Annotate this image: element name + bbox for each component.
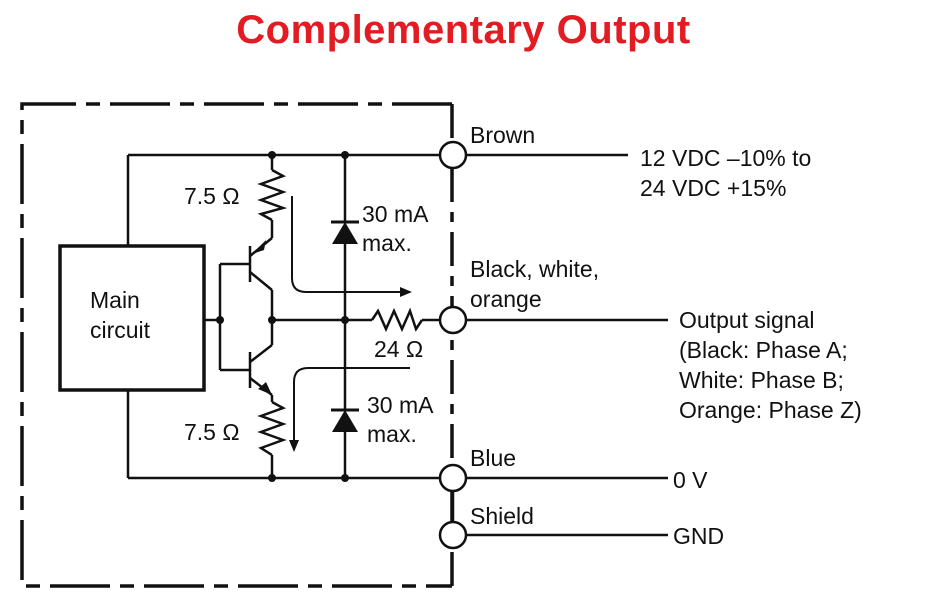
- main-circuit-box: [58, 244, 206, 392]
- diode-bottom-label: max.: [367, 421, 417, 447]
- output-signal-label: Output signal: [679, 307, 815, 333]
- terminal-brown: [438, 140, 468, 170]
- supply-voltage-label: 24 VDC +15%: [640, 175, 786, 201]
- diode-bottom-label: 30 mA: [367, 392, 434, 418]
- output-signal-label: White: Phase B;: [679, 367, 844, 393]
- current-arrow-sink: [289, 367, 410, 452]
- output-signal-label: Orange: Phase Z): [679, 397, 862, 423]
- terminal-output: [438, 305, 468, 335]
- resistor-bottom-label: 7.5 Ω: [184, 419, 240, 445]
- transistor-upper-arrow: [252, 240, 266, 254]
- output-signal-label: (Black: Phase A;: [679, 337, 848, 363]
- diode-top-label: max.: [362, 230, 412, 256]
- terminal-shield-label: Shield: [470, 503, 534, 529]
- diode-top-label: 30 mA: [362, 201, 429, 227]
- junction-dots: [216, 151, 349, 482]
- terminal-brown-label: Brown: [470, 122, 535, 148]
- wires: [126, 153, 668, 537]
- resistor-output-label: 24 Ω: [374, 336, 423, 362]
- diagram-title: Complementary Output: [236, 8, 691, 52]
- diode-bottom: [331, 408, 359, 432]
- current-arrow-source: [291, 196, 412, 297]
- gnd-label: GND: [673, 523, 724, 549]
- zero-volt-label: 0 V: [673, 467, 708, 493]
- terminal-output-label: orange: [470, 286, 542, 312]
- diode-top: [331, 220, 359, 244]
- resistor-bottom: [257, 400, 287, 457]
- main-circuit-label: circuit: [90, 317, 151, 343]
- terminal-blue: [438, 463, 468, 493]
- transistor-lower-arrow: [258, 382, 272, 395]
- terminal-shield: [438, 520, 468, 550]
- resistor-top: [257, 168, 288, 222]
- resistor-top-label: 7.5 Ω: [184, 183, 240, 209]
- supply-voltage-label: 12 VDC –10% to: [640, 145, 811, 171]
- main-circuit-label: Main: [90, 287, 140, 313]
- terminal-blue-label: Blue: [470, 445, 516, 471]
- terminal-output-label: Black, white,: [470, 256, 599, 282]
- resistor-output: [370, 307, 424, 333]
